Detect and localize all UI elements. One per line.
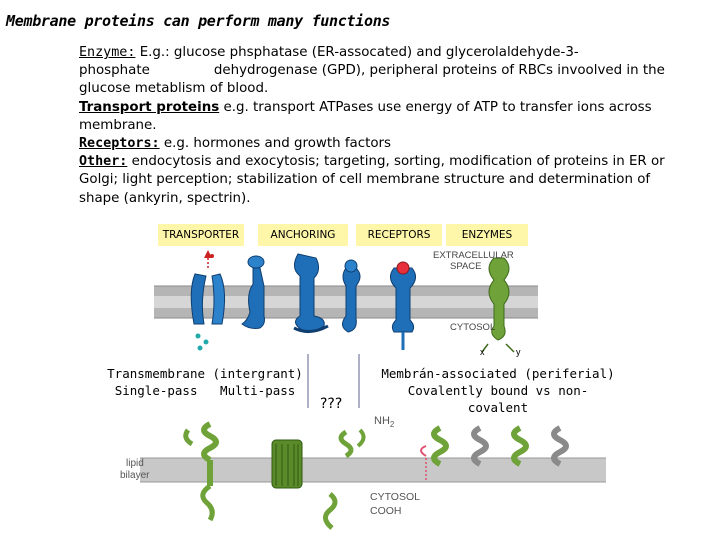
transport-paragraph: Transport proteins e.g. transport ATPase…: [79, 99, 691, 135]
peripheral-proteins: [323, 425, 569, 530]
caption-peripheral: Membrán-associated (periferial) Covalent…: [378, 365, 618, 416]
enzyme-label: Enzyme:: [79, 45, 136, 60]
multi-pass-protein: [271, 439, 303, 489]
caption-integral-1: Transmembrane (intergrant): [107, 366, 303, 381]
transporter-protein: [190, 250, 226, 351]
enzyme-text-2a: phosphate: [79, 63, 150, 79]
extracellular-label-1: EXTRACELLULAR: [433, 250, 514, 261]
other-text: endocytosis and exocytosis; targeting, s…: [79, 154, 665, 206]
enzyme-text-3: glucose metablism of blood.: [79, 81, 269, 97]
enzyme-protein: [481, 257, 515, 353]
receptor-protein-2: [390, 261, 416, 350]
label-y: y: [516, 347, 521, 357]
other-paragraph: Other: endocytosis and exocytosis; targe…: [79, 153, 691, 208]
transport-label: Transport proteins: [79, 99, 220, 115]
caption-peripheral-1: Membrán-associated (periferial): [381, 366, 615, 381]
bottom-membrane-figure: lipid bilayer NH2 CYTOSOL COOH: [120, 415, 606, 530]
other-label: Other:: [79, 154, 128, 170]
lipid-label: lipid: [126, 458, 144, 469]
caption-integral-2: Single-pass Multi-pass: [114, 383, 296, 398]
nh2-label: NH2: [374, 415, 395, 429]
receptors-label: Receptors:: [79, 136, 160, 152]
bracket-lines: [307, 354, 360, 408]
caption-unknown: ???: [320, 396, 343, 412]
caption-integral: Transmembrane (intergrant) Single-pass M…: [100, 365, 310, 399]
receptors-paragraph: Receptors: e.g. hormones and growth fact…: [79, 135, 691, 153]
slide-title: Membrane proteins can perform many funct…: [6, 12, 391, 30]
label-anchoring: ANCHORING: [258, 224, 348, 246]
extracellular-label-2: SPACE: [450, 261, 482, 272]
enzyme-text-2b: dehydrogenase (GPD), peripheral proteins…: [213, 63, 665, 79]
body-text: Enzyme: E.g.: glucose phsphatase (ER-ass…: [79, 44, 691, 208]
transport-text: e.g. transport ATPases use energy of ATP…: [79, 99, 652, 133]
receptors-text: e.g. hormones and growth factors: [159, 136, 392, 152]
cooh-label: COOH: [370, 505, 402, 517]
label-receptors: RECEPTORS: [356, 224, 442, 246]
membrane-protein-figure: EXTRACELLULAR SPACE CYTOSOL x y: [154, 250, 538, 357]
enzyme-paragraph: Enzyme: E.g.: glucose phsphatase (ER-ass…: [79, 44, 691, 99]
label-enzymes: ENZYMES: [446, 224, 528, 246]
label-transporter: TRANSPORTER: [158, 224, 244, 246]
single-pass-protein: [183, 421, 219, 522]
anchoring-protein-2: [293, 253, 329, 333]
bilayer-label: bilayer: [120, 470, 150, 481]
caption-peripheral-2: Covalently bound vs non-covalent: [407, 383, 589, 415]
anchoring-protein-1: [241, 255, 265, 329]
receptor-protein-1: [342, 259, 361, 333]
cytosol-label-bottom: CYTOSOL: [370, 491, 420, 503]
label-x: x: [480, 347, 485, 357]
cytosol-label-top: CYTOSOL: [450, 322, 495, 333]
enzyme-text: E.g.: glucose phsphatase (ER-assocated) …: [135, 45, 579, 60]
